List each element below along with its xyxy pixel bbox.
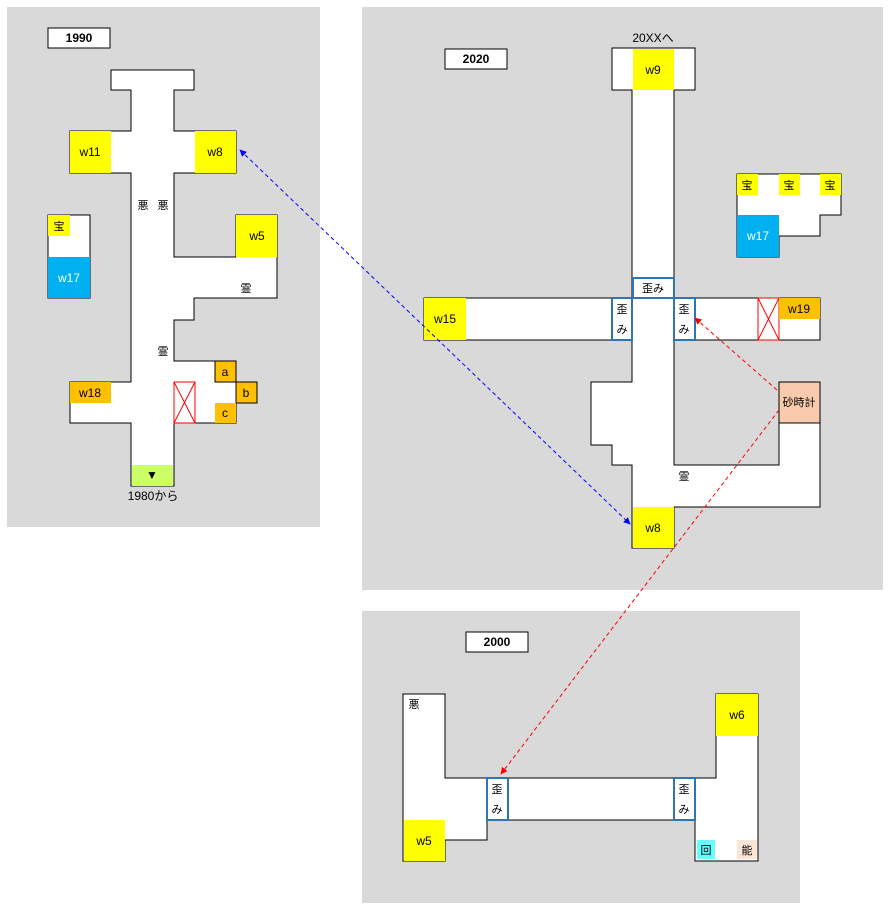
warp-right-label-2: み xyxy=(679,323,690,336)
warp-tile-left xyxy=(486,777,509,821)
room-w15-label: w15 xyxy=(433,312,456,326)
treasure-tile-3 xyxy=(820,174,841,195)
barrier-block xyxy=(757,297,780,341)
treasure-tile-2 xyxy=(779,174,800,195)
room-w8-label: w8 xyxy=(206,145,223,159)
side-room-a-label: a xyxy=(222,365,229,379)
hourglass-label: 砂時計 xyxy=(783,395,816,409)
year-label-box xyxy=(465,631,529,653)
treasure-label-1: 宝 xyxy=(742,178,753,192)
map-2000: 2000 悪 w5 w6 歪 み 歪 み 回 能 xyxy=(362,611,800,903)
room-w9-label: w9 xyxy=(644,63,661,77)
recovery-tile xyxy=(697,840,715,859)
entry-arrow-icon: ▼ xyxy=(146,468,158,482)
side-room-a xyxy=(214,360,237,383)
room-w18 xyxy=(70,382,111,403)
room-w18-label: w18 xyxy=(78,386,101,400)
link-w8-1990-to-2020 xyxy=(239,149,631,525)
room-w19-label: w19 xyxy=(787,302,810,316)
ghost-marker: 霊 xyxy=(679,470,690,483)
warp-right-label-2: み xyxy=(679,803,690,816)
treasure-label-2: 宝 xyxy=(784,178,795,192)
hourglass-room xyxy=(778,381,821,424)
year-label-box xyxy=(47,27,111,49)
barrier-block xyxy=(173,381,196,424)
map-1990: 1990 w11 w8 w5 宝 w17 悪 悪 霊 霊 w18 a b c xyxy=(7,7,320,527)
side-room-b-label: b xyxy=(243,386,250,400)
room-w9 xyxy=(633,49,674,90)
entry-label: 1980から xyxy=(128,489,179,503)
room-w17 xyxy=(737,215,779,257)
room-w8 xyxy=(633,507,674,548)
year-label: 2000 xyxy=(484,635,511,649)
year-label: 1990 xyxy=(66,31,93,45)
side-room-c xyxy=(215,403,236,423)
ghost-marker-2: 霊 xyxy=(158,345,169,358)
treasure-tile xyxy=(48,215,70,236)
treasure-label-3: 宝 xyxy=(825,178,836,192)
evil-marker-1: 悪 xyxy=(138,199,149,212)
evil-marker-2: 悪 xyxy=(158,199,169,212)
room-w17-label: w17 xyxy=(57,271,80,285)
warp-left-label-2: み xyxy=(617,323,628,336)
warp-tile-top xyxy=(632,277,675,299)
warp-right-label-1: 歪 xyxy=(679,783,690,796)
warp-left-label-2: み xyxy=(492,803,503,816)
warp-right-label-1: 歪 xyxy=(679,303,690,316)
link-hourglass-to-warp-2000 xyxy=(500,409,780,775)
room-w19 xyxy=(779,298,820,319)
room-w6-label: w6 xyxy=(728,708,745,722)
room-w17-label: w17 xyxy=(746,229,769,243)
warp-left-label-1: 歪 xyxy=(617,303,628,316)
exit-label: 20XXへ xyxy=(632,31,673,45)
room-w8-label: w8 xyxy=(644,521,661,535)
recovery-label: 回 xyxy=(701,844,712,857)
year-label: 2020 xyxy=(463,52,490,66)
ability-tile xyxy=(737,840,757,859)
warp-left-label-1: 歪 xyxy=(492,783,503,796)
room-w5-label: w5 xyxy=(248,229,265,243)
treasure-tile-1 xyxy=(737,174,758,195)
warp-tile-right xyxy=(673,777,696,821)
room-w6 xyxy=(716,694,758,736)
entry-tile xyxy=(132,465,173,486)
room-w11-label: w11 xyxy=(78,145,100,159)
ghost-marker-1: 霊 xyxy=(241,282,252,295)
year-label-box xyxy=(444,48,508,70)
room-w5-label: w5 xyxy=(415,834,432,848)
evil-marker: 悪 xyxy=(409,698,420,711)
room-w17 xyxy=(48,257,90,298)
map-2020: 2020 20XXへ w9 w15 w19 宝 宝 宝 w17 歪み 歪 み 歪… xyxy=(362,7,883,590)
room-w11 xyxy=(70,131,111,173)
treasure-label: 宝 xyxy=(54,219,65,233)
warp-top-label: 歪み xyxy=(642,282,664,295)
room-w5 xyxy=(404,820,445,861)
side-room-c-label: c xyxy=(222,406,228,420)
ability-label: 能 xyxy=(742,843,753,857)
room-w8 xyxy=(195,131,236,173)
